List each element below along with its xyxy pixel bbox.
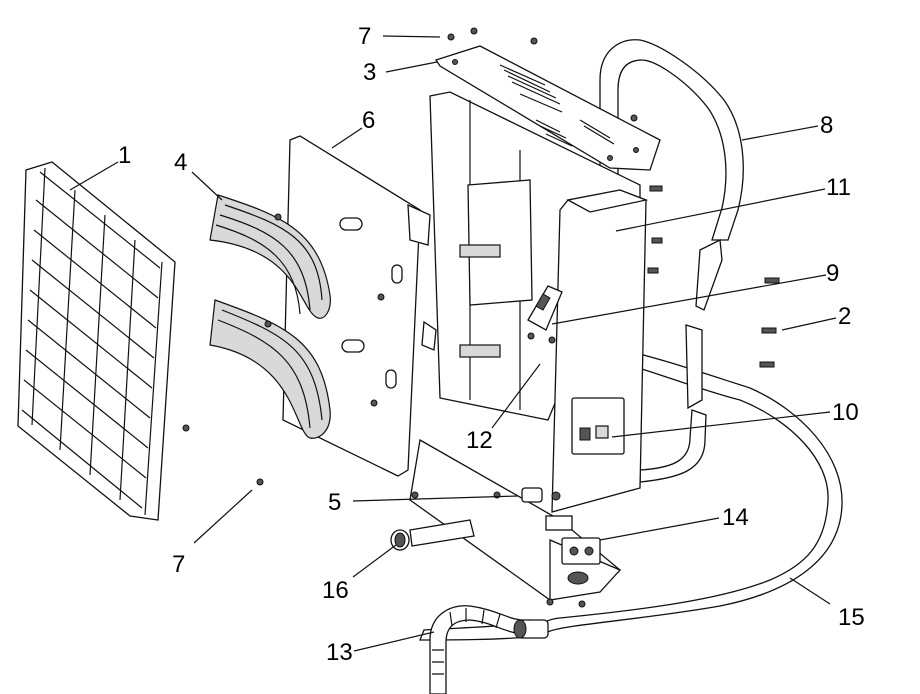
callout-5: 5 [328, 489, 341, 516]
housing [429, 91, 641, 421]
callout-1: 1 [118, 142, 131, 169]
flexible-conduit [429, 605, 549, 694]
leader-lines [69, 35, 837, 652]
reflector-upper [209, 194, 331, 319]
callout-labels: 7 3 6 1 4 8 11 9 2 10 12 5 14 7 16 15 13 [118, 23, 865, 666]
front-control-panel [551, 189, 649, 513]
carry-handle [599, 39, 744, 410]
callout-2: 2 [838, 303, 851, 330]
callout-16: 16 [322, 577, 349, 604]
cord-bushing [521, 487, 543, 503]
callout-12: 12 [466, 427, 493, 454]
screws [182, 27, 780, 486]
callout-13: 13 [326, 639, 353, 666]
callout-14: 14 [722, 504, 749, 531]
callout-15: 15 [838, 604, 865, 631]
callout-6: 6 [362, 107, 375, 134]
callout-3: 3 [363, 59, 376, 86]
callout-9: 9 [826, 260, 839, 287]
callout-4: 4 [174, 149, 187, 176]
callout-10: 10 [832, 399, 859, 426]
wire-guard [17, 161, 176, 521]
callout-11: 11 [826, 174, 851, 201]
top-cover [434, 45, 661, 171]
thermostat-assembly [527, 285, 563, 344]
callout-7-top: 7 [358, 23, 371, 50]
reflector-lower [209, 299, 331, 439]
pipe-stub [390, 519, 475, 551]
callout-8: 8 [820, 112, 833, 139]
callout-7-bottom: 7 [172, 551, 185, 578]
terminal-block [545, 515, 601, 565]
